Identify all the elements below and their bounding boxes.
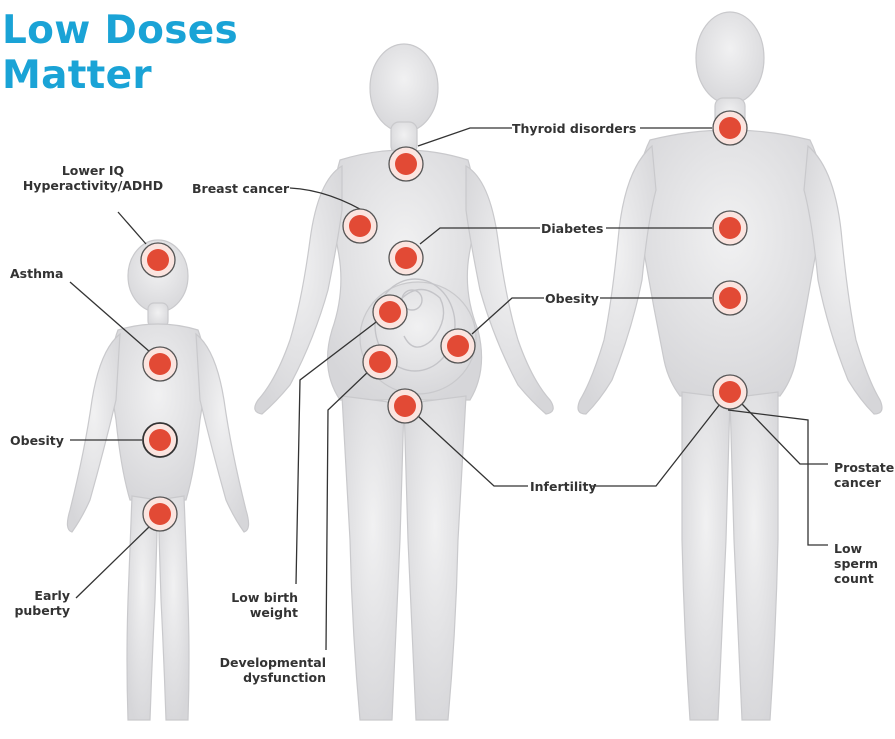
label-low-sperm-count: Low sperm count	[834, 541, 878, 586]
label-asthma: Asthma	[10, 266, 63, 281]
label-thyroid: Thyroid disorders	[512, 121, 636, 136]
marker-man-pelvis	[713, 375, 747, 409]
label-sperm-line2: sperm	[834, 556, 878, 571]
marker-child-belly	[143, 423, 177, 457]
marker-child-head	[141, 243, 175, 277]
label-obesity-child: Obesity	[10, 433, 64, 448]
marker-woman-breast	[343, 209, 377, 243]
label-developmental-line1: Developmental	[220, 655, 326, 670]
marker-man-thyroid	[713, 111, 747, 145]
label-early-puberty-line1: Early	[34, 588, 70, 603]
label-lower-iq-text: Lower IQ	[62, 163, 124, 178]
marker-woman-obesity	[441, 329, 475, 363]
marker-child-pelvis	[143, 497, 177, 531]
label-developmental-line2: dysfunction	[243, 670, 326, 685]
label-prostate-line1: Prostate	[834, 460, 894, 475]
label-prostate-cancer: Prostate cancer	[834, 460, 894, 490]
marker-woman-diabetes	[389, 241, 423, 275]
title-line-1: Low Doses	[2, 8, 238, 53]
label-sperm-line3: count	[834, 571, 874, 586]
label-early-puberty-line2: puberty	[14, 603, 70, 618]
label-low-birth-line2: weight	[250, 605, 298, 620]
marker-woman-thyroid	[389, 147, 423, 181]
marker-woman-fetus	[373, 295, 407, 329]
marker-woman-infertility	[388, 389, 422, 423]
label-hyperactivity-text: Hyperactivity/ADHD	[23, 178, 163, 193]
label-developmental: Developmental dysfunction	[216, 655, 326, 685]
page-title: Low Doses Matter	[2, 8, 238, 98]
child-figure	[67, 240, 248, 720]
label-obesity-adult: Obesity	[545, 291, 599, 306]
label-prostate-line2: cancer	[834, 475, 881, 490]
label-infertility: Infertility	[530, 479, 597, 494]
label-low-birth-weight: Low birth weight	[218, 590, 298, 620]
marker-man-obesity	[713, 281, 747, 315]
label-early-puberty: Early puberty	[14, 588, 70, 618]
label-low-birth-line1: Low birth	[231, 590, 298, 605]
label-diabetes: Diabetes	[541, 221, 603, 236]
marker-child-chest	[143, 347, 177, 381]
label-breast-cancer: Breast cancer	[192, 181, 289, 196]
title-line-2: Matter	[2, 53, 152, 98]
label-lower-iq: Lower IQ Hyperactivity/ADHD	[8, 163, 178, 193]
marker-man-diabetes	[713, 211, 747, 245]
label-sperm-line1: Low	[834, 541, 862, 556]
marker-woman-dev	[363, 345, 397, 379]
